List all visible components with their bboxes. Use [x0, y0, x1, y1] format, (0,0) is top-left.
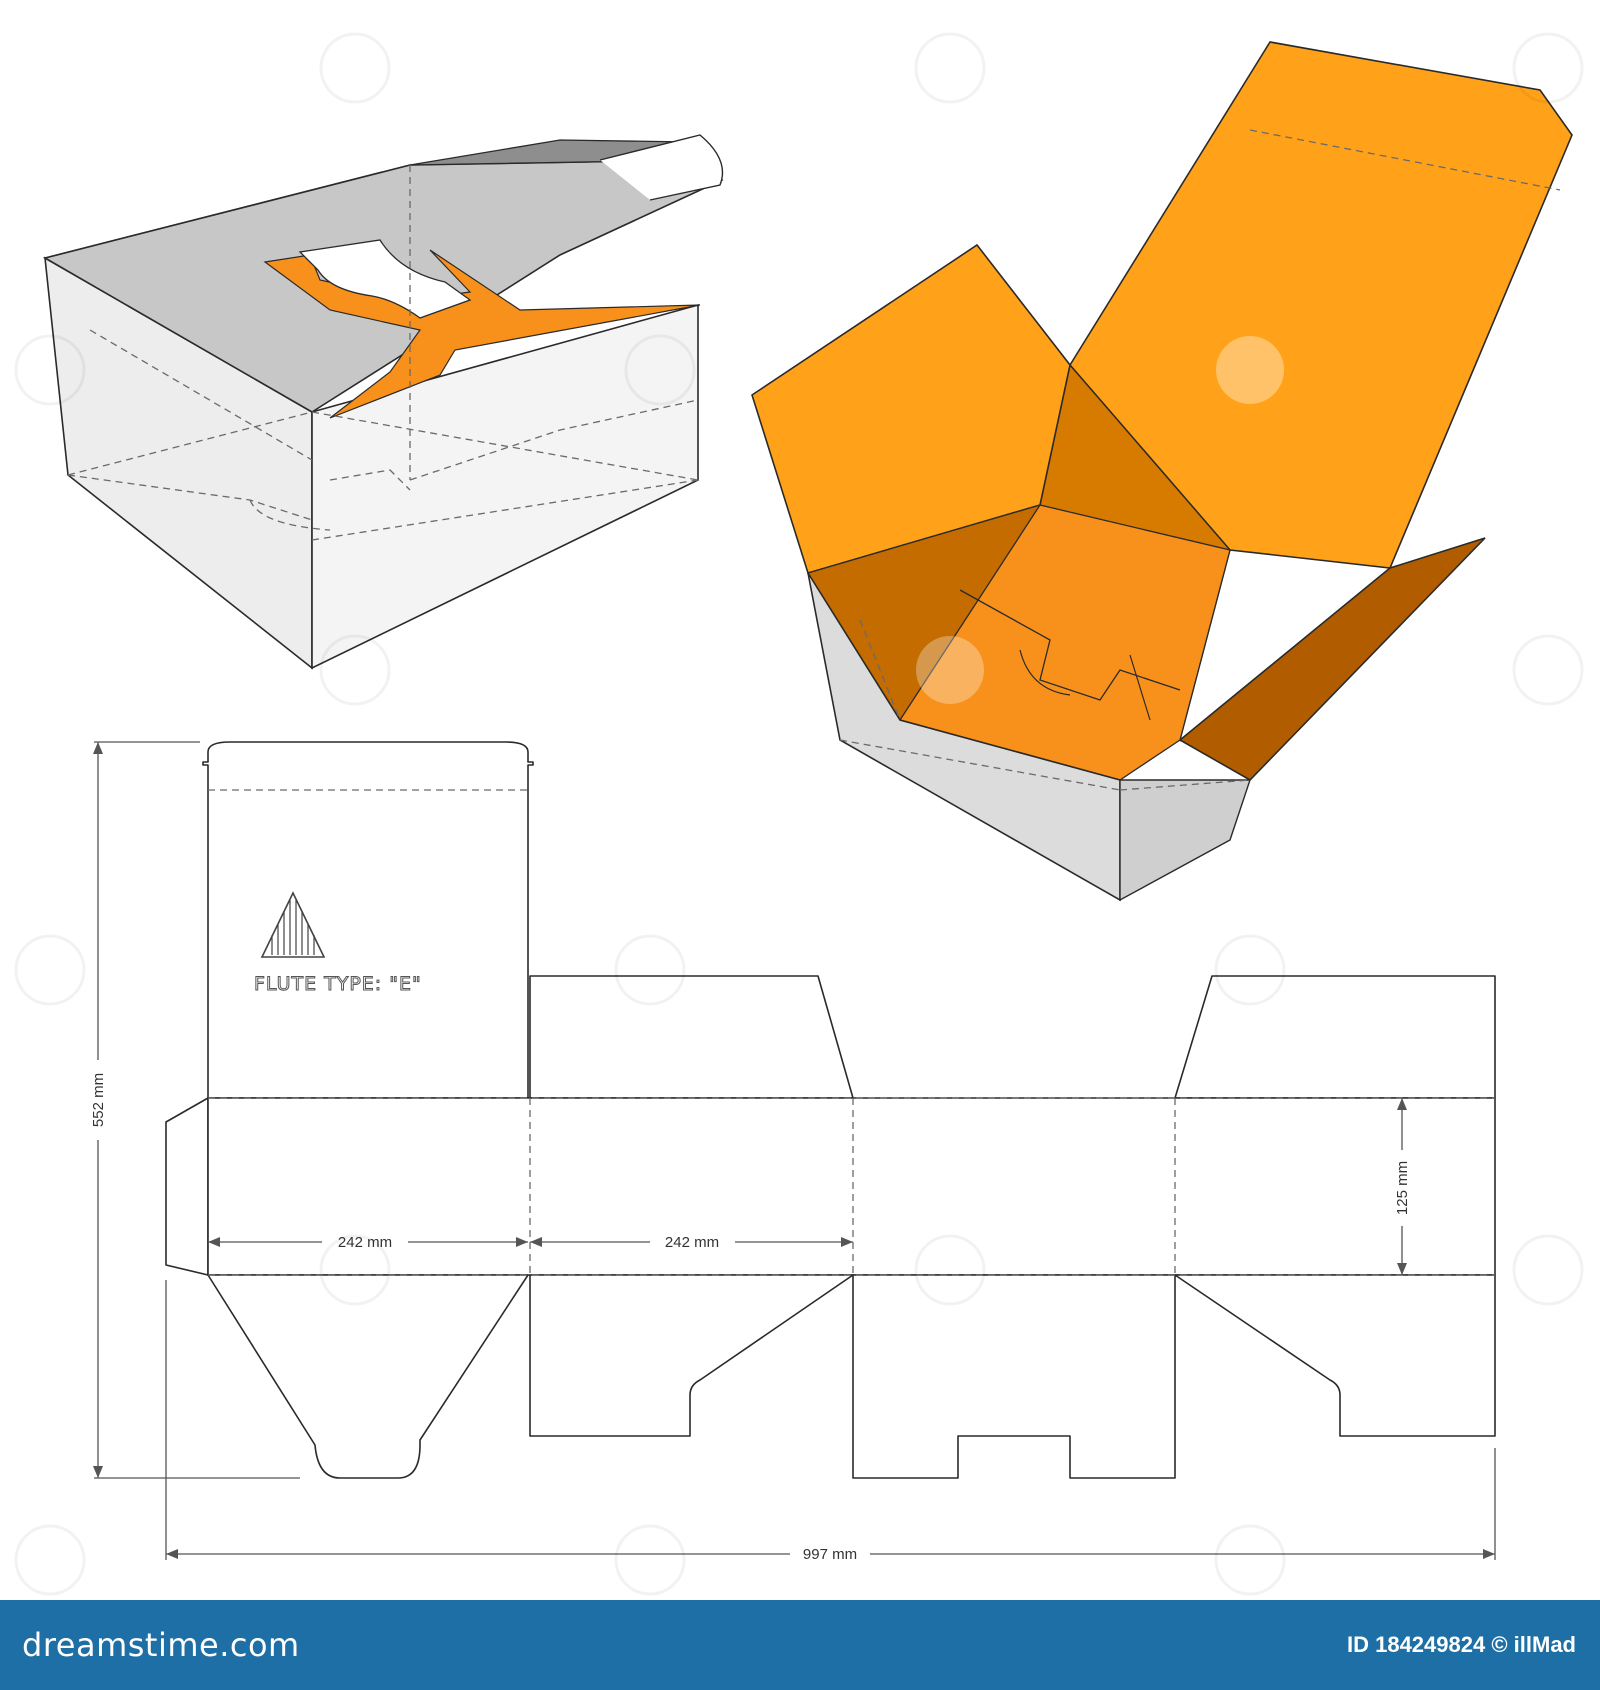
image-credit: ID 184249824 © illMad — [1346, 1632, 1576, 1657]
bottom-flap-1 — [207, 1274, 529, 1479]
body-strip — [207, 1097, 1496, 1276]
flute-type-label: FLUTE TYPE: "E" — [254, 973, 422, 995]
bottom-flap-4 — [1174, 1274, 1496, 1437]
glue-flap — [165, 1097, 209, 1276]
side-flap-top-2 — [1174, 975, 1496, 1099]
side-flap-top-1 — [529, 975, 854, 1099]
dimension-panel-a-text: 242 mm — [338, 1234, 392, 1251]
dimension-height: 552 mm — [90, 741, 300, 1479]
lid-panel — [202, 741, 534, 1099]
dreamstime-logo[interactable]: dreamstime.com — [22, 1626, 300, 1664]
flute-type-symbol — [260, 891, 326, 958]
dimension-panel-b-text: 242 mm — [665, 1234, 719, 1251]
watermark-layer — [14, 32, 1584, 1596]
dimension-width: 997 mm — [165, 1280, 1496, 1563]
bottom-flap-2 — [529, 1274, 854, 1437]
dimension-height-text: 552 mm — [90, 1073, 107, 1127]
open-box-drawing — [751, 41, 1573, 902]
footer-bar: dreamstime.com ID 184249824 © illMad — [0, 1600, 1600, 1690]
flat-dieline: FLUTE TYPE: "E" 242 mm 242 mm 125 mm 552… — [90, 741, 1496, 1563]
dimension-panel-a: 242 mm — [208, 1234, 528, 1251]
closed-box-drawing — [42, 134, 724, 670]
dimension-width-text: 997 mm — [803, 1546, 857, 1563]
dimension-depth: 125 mm — [1394, 1098, 1411, 1275]
bottom-flap-3 — [852, 1274, 1176, 1479]
dimension-panel-b: 242 mm — [530, 1234, 853, 1251]
box-dieline-illustration: FLUTE TYPE: "E" 242 mm 242 mm 125 mm 552… — [14, 32, 1584, 1596]
dimension-depth-text: 125 mm — [1394, 1161, 1411, 1215]
